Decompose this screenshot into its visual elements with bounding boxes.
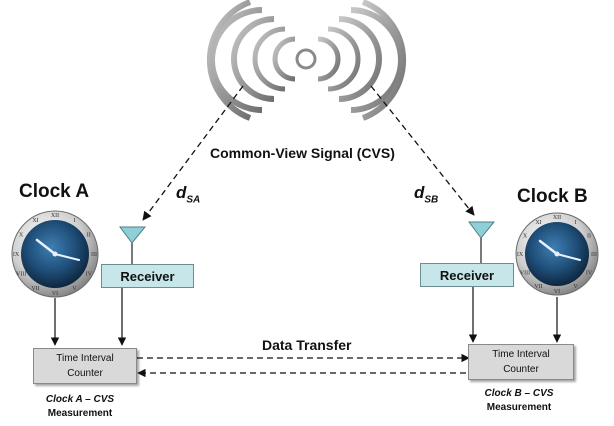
counter-a-line2: Counter [67, 368, 103, 379]
measurement-b-line1: Clock B – CVS [484, 388, 554, 399]
clock-numeral: XI [32, 218, 38, 224]
measurement-b-caption: Clock B – CVS Measurement [464, 387, 574, 415]
signal-path-b [370, 85, 475, 216]
clock-numeral: V [72, 286, 77, 292]
distance-sb-label: dSB [414, 183, 439, 206]
clock-numeral: X [19, 233, 24, 239]
clock-numeral: IV [86, 272, 93, 278]
clock-numeral: V [573, 284, 578, 290]
time-interval-counter-a: Time Interval Counter [33, 348, 137, 384]
measurement-a-line1: Clock A – CVS [45, 394, 115, 405]
clock-numeral: VIII [520, 271, 530, 277]
clock-a-label: Clock A [19, 181, 90, 202]
signal-path-a [142, 85, 244, 221]
clock-numeral: IV [586, 271, 593, 277]
antenna-a-icon [119, 226, 147, 264]
time-interval-counter-b: Time Interval Counter [468, 344, 574, 380]
clock-numeral: VII [534, 284, 542, 290]
signal-source-icon [206, 0, 407, 121]
measurement-a-line2: Measurement [47, 408, 113, 419]
clock-numeral: VI [52, 291, 58, 297]
clock-numeral: XII [51, 213, 59, 219]
receiver-a-box: Receiver [101, 264, 194, 288]
receiver-b-box: Receiver [420, 263, 514, 287]
data-transfer-label: Data Transfer [262, 337, 352, 353]
receiver-b-label: Receiver [439, 267, 495, 283]
clock-numeral: II [87, 233, 91, 239]
clock-numeral: IX [517, 252, 524, 258]
clock-numeral: VIII [16, 272, 26, 278]
clock-numeral: II [587, 234, 591, 240]
measurement-b-line2: Measurement [486, 402, 552, 413]
counter-b-line1: Time Interval [492, 349, 550, 360]
clock-numeral: I [74, 218, 76, 224]
clock-numeral: I [575, 220, 577, 226]
clock-numeral: X [523, 234, 528, 240]
clock-b-label: Clock B [517, 186, 588, 207]
clock-numeral: III [591, 252, 597, 258]
measurement-a-caption: Clock A – CVS Measurement [25, 393, 135, 421]
clock-numeral: III [91, 252, 97, 258]
clock-numeral: XII [553, 215, 561, 221]
clock-numeral: VII [31, 286, 39, 292]
clock-numeral: XI [535, 220, 541, 226]
clock-numeral: VI [554, 289, 560, 295]
counter-b-line2: Counter [503, 364, 539, 375]
antenna-b-icon [468, 221, 496, 263]
receiver-a-label: Receiver [120, 268, 175, 284]
clock-numeral: IX [13, 252, 20, 258]
signal-label: Common-View Signal (CVS) [210, 145, 395, 161]
distance-sa-label: dSA [176, 183, 201, 206]
counter-a-line1: Time Interval [56, 353, 114, 364]
